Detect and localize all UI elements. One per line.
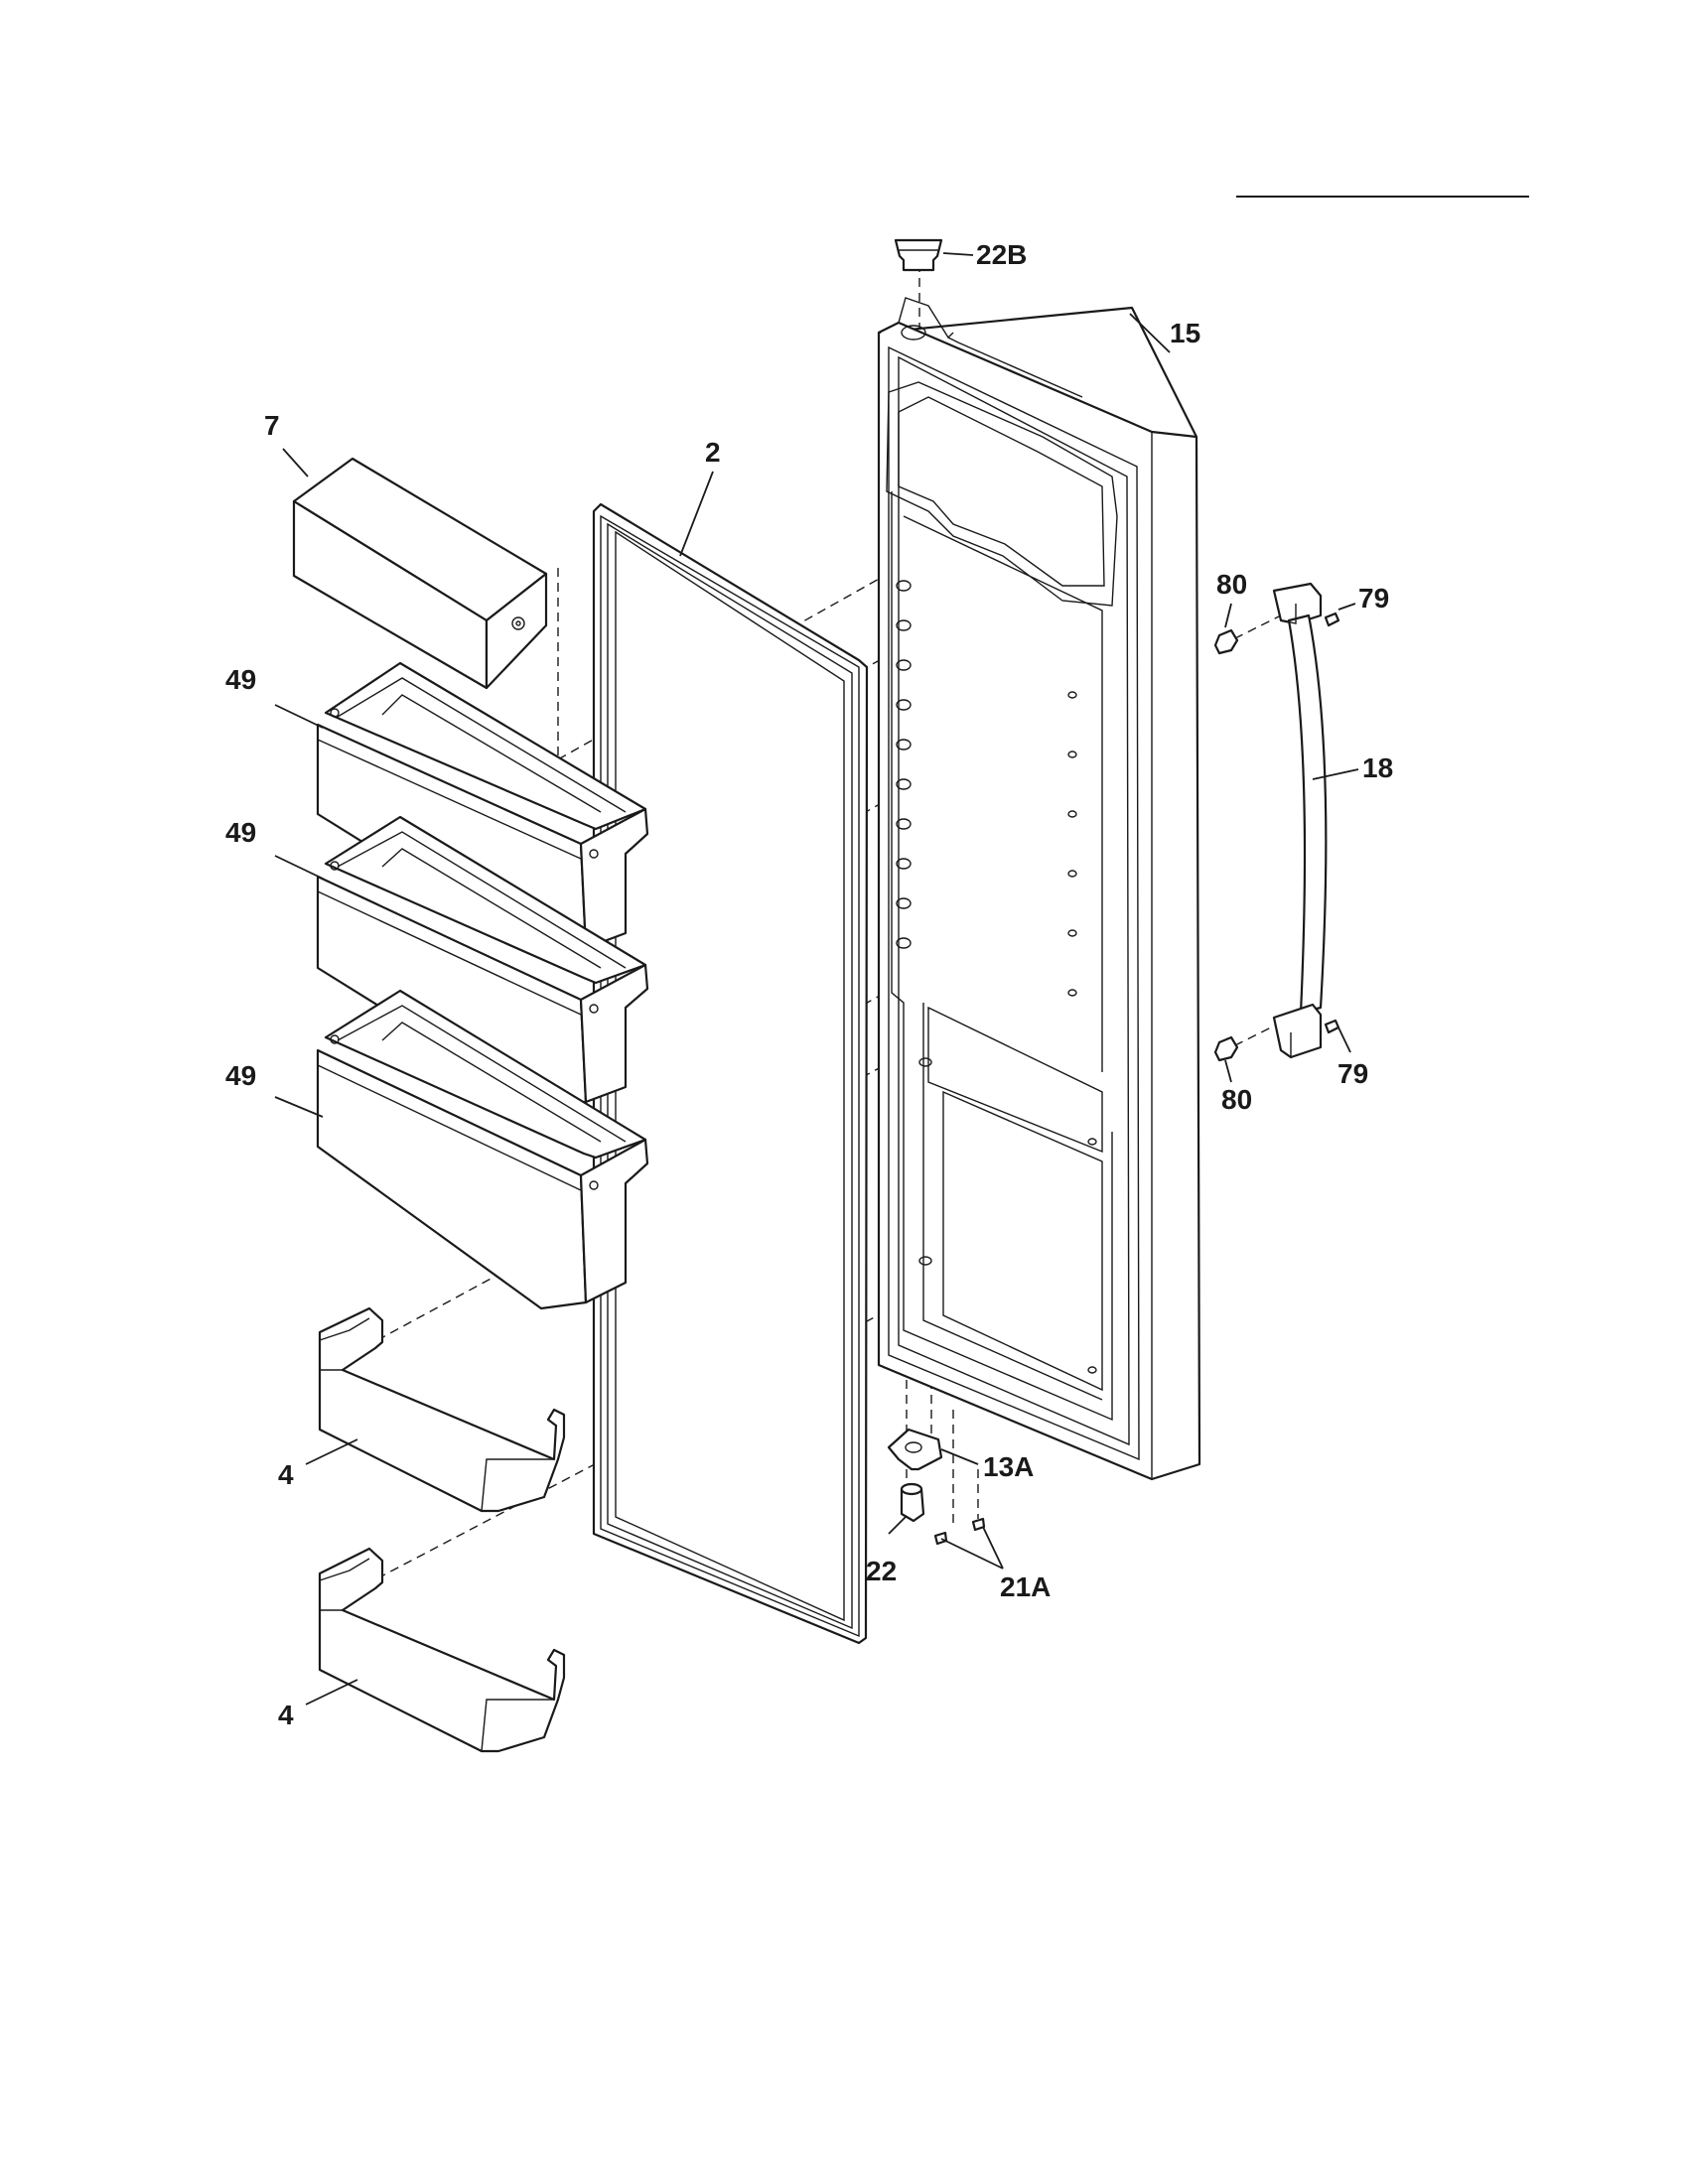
label-4-a: 4 (278, 1459, 294, 1490)
retainer-4-a (318, 1306, 566, 1513)
dairy-compartment-7 (292, 457, 548, 690)
label-21a: 21A (1000, 1571, 1051, 1602)
set-screw-79-bottom (1324, 1019, 1340, 1034)
set-screw-79-top (1324, 612, 1340, 627)
door-handle-18 (1272, 582, 1328, 1059)
door-outer-15 (877, 297, 1201, 1481)
label-22b: 22B (976, 239, 1027, 270)
label-15: 15 (1170, 318, 1200, 348)
door-gasket-2 (592, 502, 869, 1645)
label-13a: 13A (983, 1451, 1034, 1482)
label-49-a: 49 (225, 664, 256, 695)
label-49-b: 49 (225, 817, 256, 848)
label-18: 18 (1362, 752, 1393, 783)
door-bin-49-c (316, 989, 649, 1310)
handle-stud-80-bottom (1213, 1035, 1239, 1062)
door-bin-49-b (316, 815, 649, 1109)
label-80-top: 80 (1216, 569, 1247, 600)
callout-labels: 22B 15 7 2 80 79 49 18 49 49 80 79 4 13A… (225, 239, 1393, 1730)
label-2: 2 (705, 437, 721, 468)
label-22: 22 (866, 1556, 897, 1586)
leader-lines (274, 252, 1359, 1706)
hinge-bracket-13a (887, 1428, 943, 1471)
hinge-bushing-22 (900, 1482, 925, 1523)
label-79-top: 79 (1358, 583, 1389, 614)
handle-stud-80-top (1213, 628, 1239, 655)
screws-21a (933, 1517, 986, 1546)
label-7: 7 (264, 410, 280, 441)
label-79-bottom: 79 (1337, 1058, 1368, 1089)
shelf-pegs (896, 580, 1097, 1374)
retainer-4-b (318, 1547, 566, 1753)
label-49-c: 49 (225, 1060, 256, 1091)
plug-22b (894, 238, 943, 272)
label-4-b: 4 (278, 1700, 294, 1730)
label-80-bottom: 80 (1221, 1084, 1252, 1115)
